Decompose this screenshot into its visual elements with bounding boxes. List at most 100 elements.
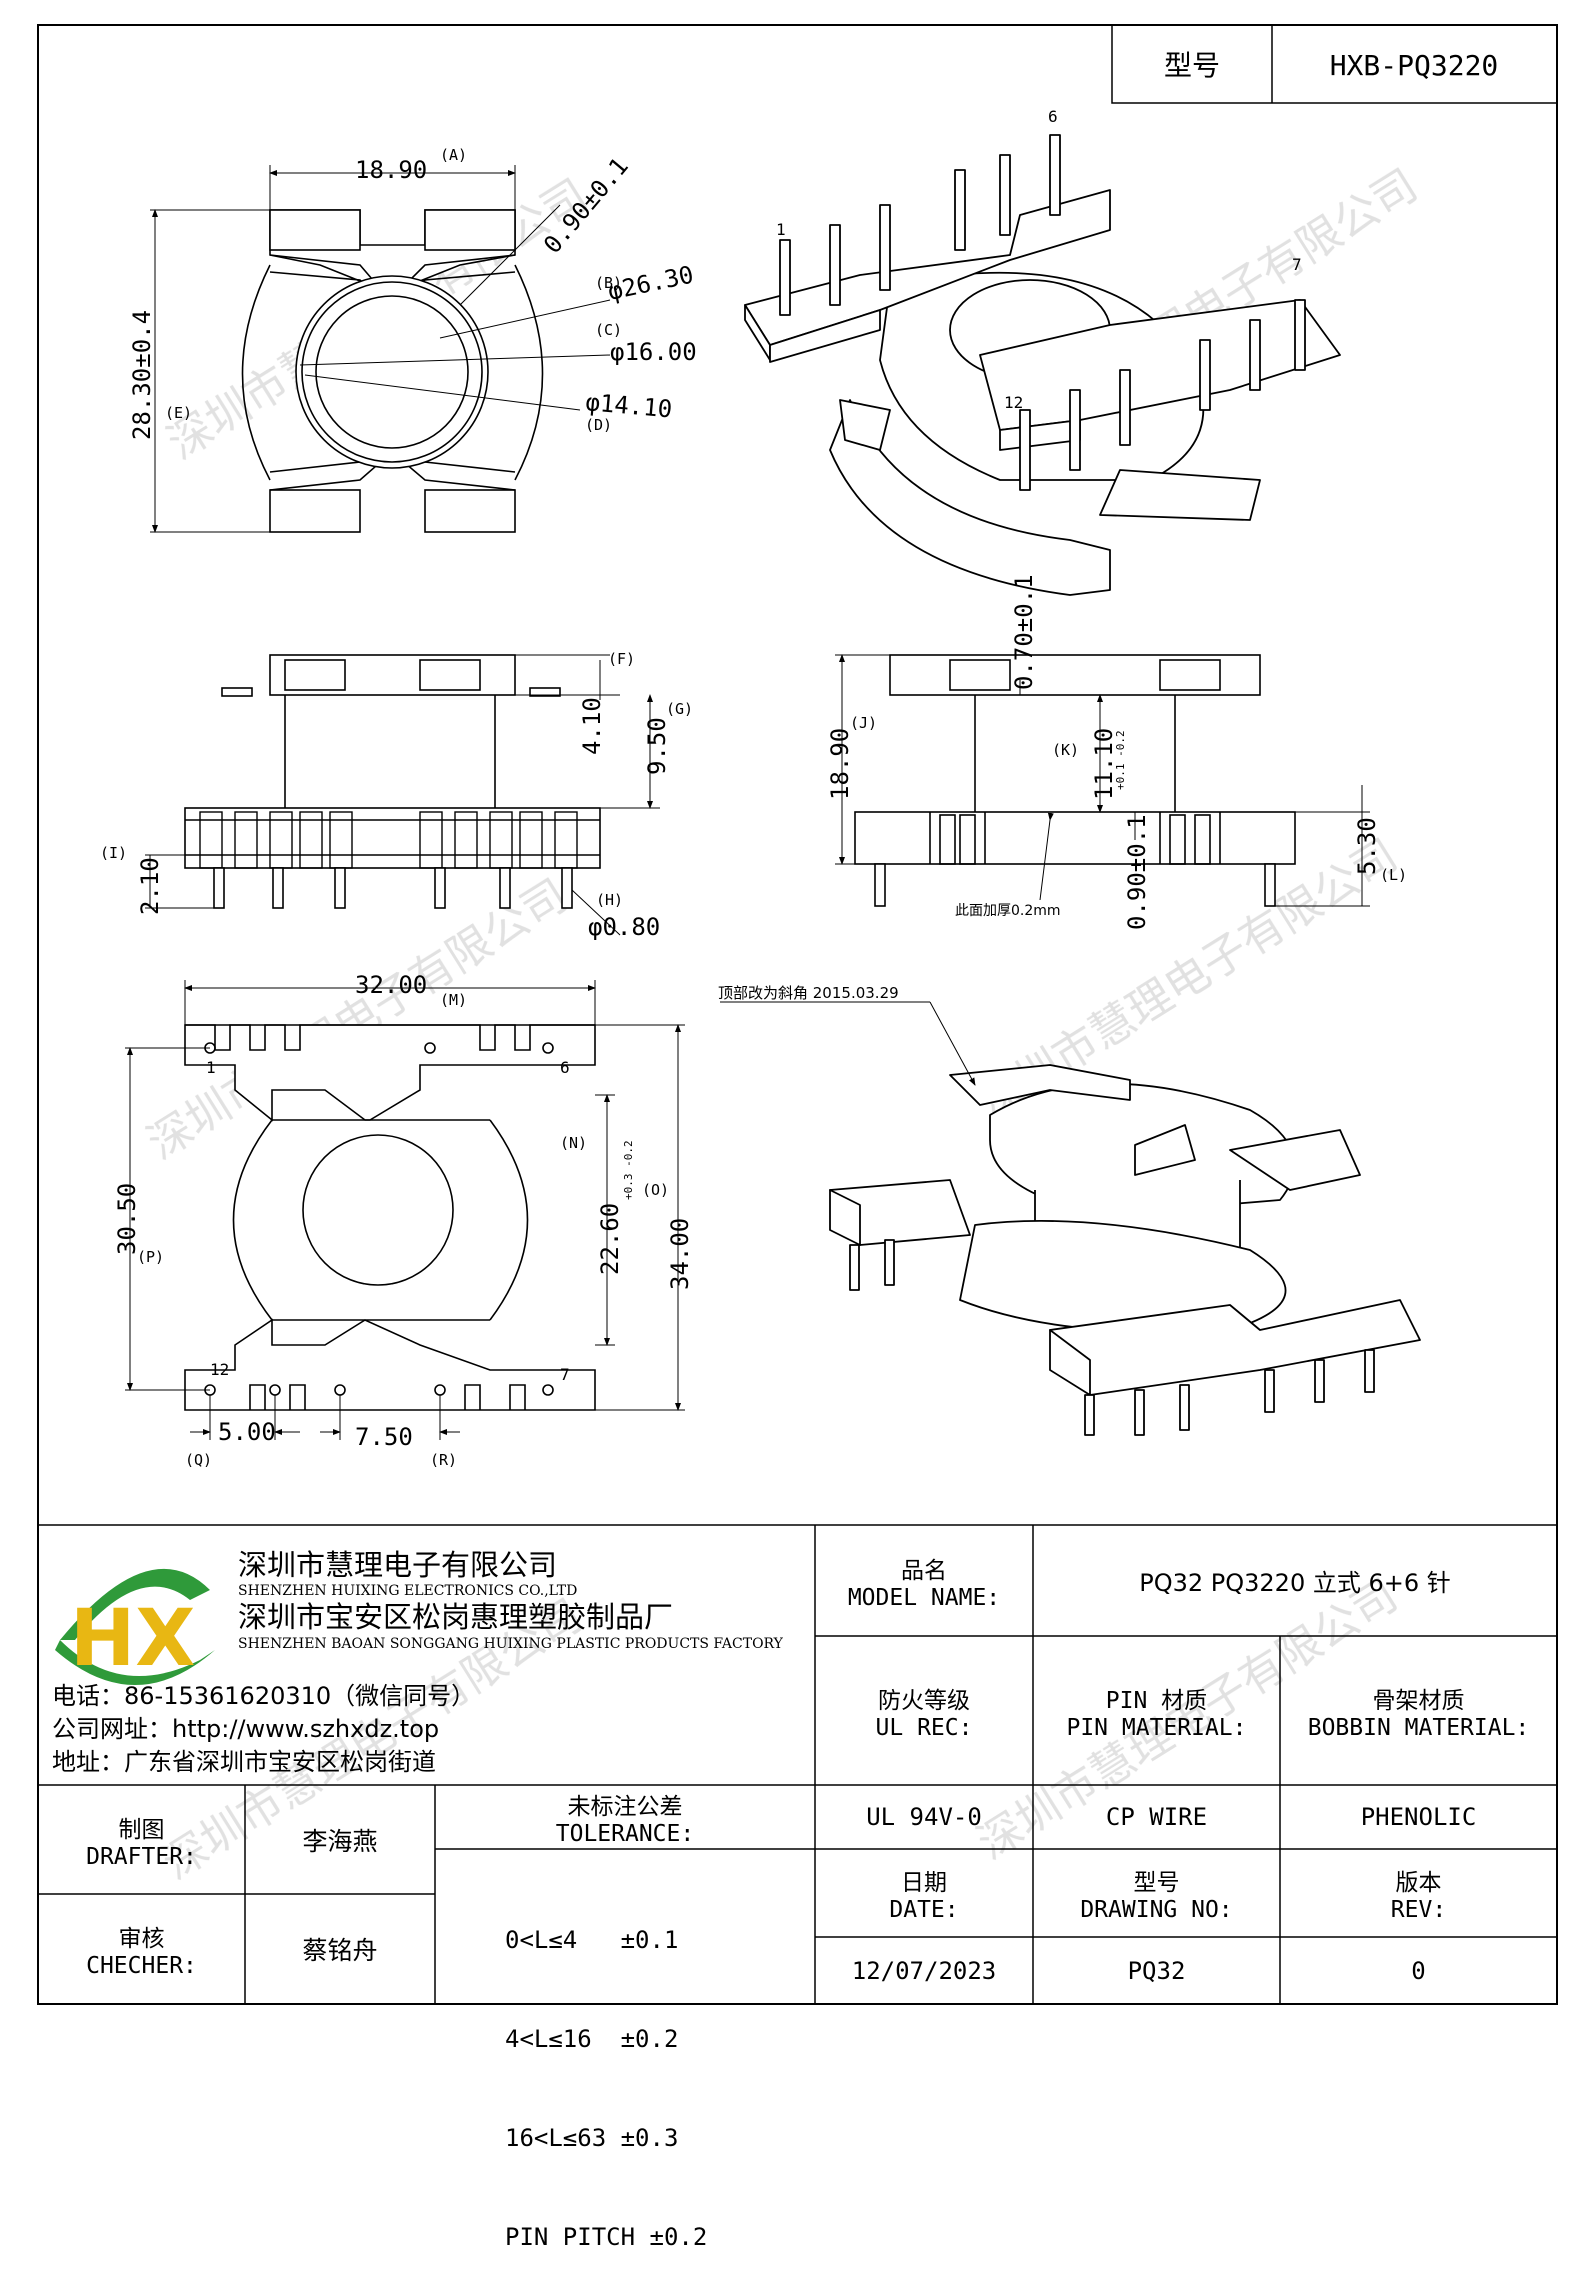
iso-top-view (744, 134, 1341, 596)
tag-b: (B) (595, 274, 622, 292)
ul-en: UL REC: (875, 1714, 973, 1741)
dwg-value: PQ32 (1033, 1937, 1280, 2004)
dwg-cn: 型号 (1133, 1870, 1180, 1896)
tol-line-4: PIN PITCH ±0.2 (505, 2223, 708, 2251)
bobbin-header: 骨架材质 BOBBIN MATERIAL: (1280, 1636, 1557, 1785)
ul-cn: 防火等级 (878, 1687, 970, 1714)
drafter-cn: 制图 (118, 1816, 165, 1843)
side-view-right-labels: 0.70±0.1 18.90 (J) (K) 11.10 +0.1 -0.2 5… (826, 574, 1407, 930)
dwg-header: 型号 DRAWING NO: (1033, 1849, 1280, 1937)
tol-line-2: 4<L≤16 ±0.2 (505, 2025, 679, 2053)
tag-p: (P) (137, 1248, 164, 1266)
checker-header: 审核 CHECHER: (38, 1894, 245, 2004)
tag-g: (G) (666, 700, 693, 718)
bobbin-en: BOBBIN MATERIAL: (1307, 1714, 1530, 1741)
model-name-text: PQ32 PQ3220 立式 6+6 针 (1139, 1569, 1451, 1597)
factory-name-en: SHENZHEN BAOAN SONGGANG HUIXING PLASTIC … (238, 1636, 783, 1652)
tag-e: (E) (165, 404, 192, 422)
tol-line-1: 0<L≤4 ±0.1 (505, 1926, 679, 1954)
side-view-right (835, 654, 1370, 907)
note-thicken: 此面加厚0.2mm (955, 903, 1061, 919)
date-value: 12/07/2023 (815, 1937, 1033, 2004)
rev-en: REV: (1390, 1897, 1447, 1923)
tol-line-3: 16<L≤63 ±0.3 (505, 2124, 679, 2152)
dim-090: 0.90±0.1 (1123, 814, 1151, 930)
pin-header: PIN 材质 PIN MATERIAL: (1033, 1636, 1280, 1785)
dim-1890: 18.90 (826, 728, 854, 800)
tag-a: (A) (440, 146, 467, 164)
dim-3050: 30.50 (113, 1183, 141, 1255)
tag-d: (D) (585, 416, 612, 434)
tag-j: (J) (850, 714, 877, 732)
dim-750: 7.50 (355, 1423, 413, 1451)
bv-pin-12: 12 (210, 1360, 229, 1379)
factory-name-cn: 深圳市宝安区松岗惠理塑胶制品厂 (238, 1600, 674, 1634)
dim-pin: φ0.80 (588, 913, 660, 941)
model-name-cn: 品名 (901, 1557, 947, 1584)
date-cn: 日期 (901, 1870, 947, 1896)
pin-12-label: 12 (1004, 393, 1023, 412)
tag-k: (K) (1052, 741, 1079, 759)
rev-value-text: 0 (1411, 1956, 1426, 1985)
dim-height-label: 28.30±0.4 (128, 310, 156, 440)
dim-d1-label: φ26.30 (605, 260, 696, 305)
drafter-en: DRAFTER: (86, 1843, 197, 1870)
tag-o: (O) (642, 1181, 669, 1199)
pin-en: PIN MATERIAL: (1066, 1714, 1247, 1741)
rev-header: 版本 REV: (1280, 1849, 1557, 1937)
tag-r: (R) (430, 1451, 457, 1469)
tag-q: (Q) (185, 1451, 212, 1469)
dim-3400: 34.00 (666, 1218, 694, 1290)
website-link[interactable]: 公司网址：http://www.szhxdz.top (52, 1715, 440, 1743)
tol-1110: +0.1 -0.2 (1114, 730, 1127, 790)
drafter-header: 制图 DRAFTER: (38, 1785, 245, 1894)
phone-text: 电话：86-15361620310（微信同号） (52, 1682, 476, 1710)
company-name-en: SHENZHEN HUIXING ELECTRONICS CO.,LTD (238, 1583, 578, 1599)
dim-2260: 22.60 (596, 1203, 624, 1275)
bobbin-value-text: PHENOLIC (1360, 1803, 1477, 1831)
pin-value: CP WIRE (1033, 1785, 1280, 1849)
date-en: DATE: (889, 1897, 959, 1923)
iso-bottom-view (720, 1001, 1421, 1436)
pin-cn: PIN 材质 (1105, 1687, 1208, 1714)
dim-210: 2.10 (136, 857, 164, 915)
dim-1110: 11.10 (1090, 728, 1118, 800)
contact-info: 电话：86-15361620310（微信同号） 公司网址：http://www.… (52, 1680, 812, 1779)
tag-c: (C) (595, 321, 622, 339)
ul-value-text: UL 94V-0 (866, 1803, 982, 1831)
tol-en: TOLERANCE: (555, 1821, 695, 1847)
tag-h: (H) (596, 891, 623, 909)
checker-cn: 审核 (118, 1926, 165, 1952)
dim-070: 0.70±0.1 (1010, 574, 1038, 690)
rev-value: 0 (1280, 1937, 1557, 2004)
pin-1-label: 1 (776, 220, 786, 239)
dim-3200: 32.00 (355, 971, 427, 999)
model-name-header: 品名 MODEL NAME: (815, 1525, 1033, 1636)
logo-text: HX (70, 1594, 195, 1684)
watermark: 深圳市慧理电子有限公司 (139, 870, 576, 1170)
ul-header: 防火等级 UL REC: (815, 1636, 1033, 1785)
address-text: 地址：广东省深圳市宝安区松岗街道 (52, 1748, 436, 1776)
tol-2260: +0.3 -0.2 (622, 1140, 635, 1200)
dim-410: 4.10 (578, 697, 606, 755)
sheet-border (37, 24, 1558, 2005)
model-box: 型号 HXB-PQ3220 (1111, 24, 1558, 104)
date-value-text: 12/07/2023 (851, 1956, 997, 1985)
tolerance-table: 0<L≤4 ±0.1 4<L≤16 ±0.2 16<L≤63 ±0.3 PIN … (505, 1858, 805, 2287)
top-view (150, 165, 611, 533)
drafter-name: 李海燕 (245, 1785, 435, 1894)
bobbin-cn: 骨架材质 (1372, 1687, 1465, 1714)
model-box-value: HXB-PQ3220 (1330, 49, 1499, 82)
rev-cn: 版本 (1395, 1870, 1442, 1896)
tag-m: (M) (440, 991, 467, 1009)
dwg-value-text: PQ32 (1127, 1956, 1186, 1985)
checker-en: CHECHER: (86, 1953, 197, 1979)
dim-950: 9.50 (643, 717, 671, 775)
model-name-en: MODEL NAME: (847, 1584, 1001, 1611)
tol-cn: 未标注公差 (567, 1794, 683, 1820)
dwg-en: DRAWING NO: (1080, 1897, 1233, 1923)
dim-d2-label: φ16.00 (610, 338, 697, 366)
bottom-view (125, 980, 685, 1440)
tag-f: (F) (608, 650, 635, 668)
dim-500: 5.00 (218, 1418, 276, 1446)
